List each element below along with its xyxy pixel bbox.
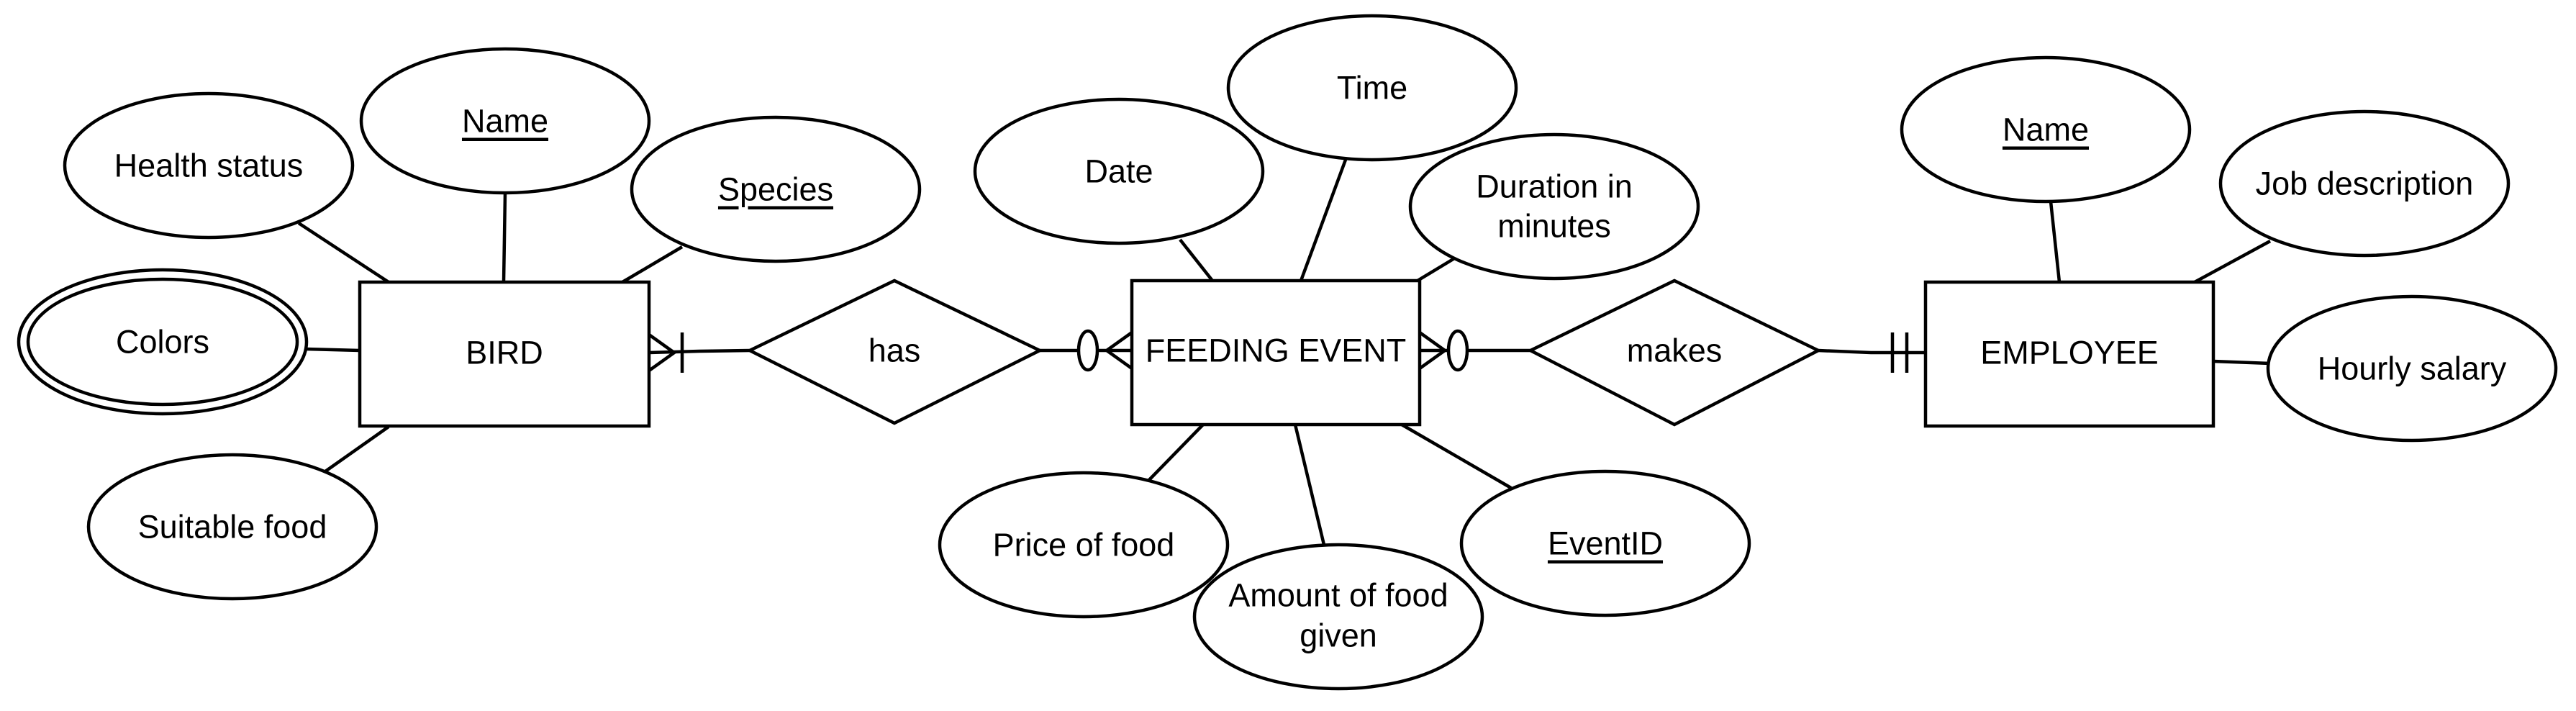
- notation-event-zero-or-many-left: [1076, 329, 1133, 372]
- connector-bird-health-status: [297, 222, 390, 284]
- attribute-duration: Duration in minutes: [1408, 132, 1700, 281]
- connector-bird-has: [648, 348, 750, 355]
- entity-label: FEEDING EVENT: [1146, 332, 1407, 369]
- connector-event-time: [1299, 159, 1348, 281]
- connector-employee-name: [2049, 201, 2062, 283]
- connector-bird-colors: [305, 347, 360, 353]
- attribute-time: Time: [1226, 14, 1518, 162]
- entity-bird: BIRD: [358, 280, 651, 428]
- attribute-employee-name-key: Name: [1900, 55, 2192, 204]
- entity-label: EMPLOYEE: [1980, 335, 2159, 371]
- attribute-label: Job description: [2256, 166, 2474, 202]
- attribute-label-line1: Amount of food: [1228, 577, 1448, 614]
- entity-feeding-event: FEEDING EVENT: [1130, 278, 1422, 427]
- attribute-label: Name: [462, 103, 548, 140]
- connector-employee-salary: [2213, 359, 2271, 366]
- connector-employee-job: [2193, 240, 2272, 284]
- attribute-eventid-key: EventID: [1459, 469, 1751, 617]
- connector-makes-employee: [1818, 348, 1926, 355]
- attribute-label-line1: Duration in: [1476, 168, 1633, 205]
- attribute-label: Colors: [116, 324, 209, 361]
- attribute-bird-name-key: Name: [359, 47, 651, 195]
- entity-label: BIRD: [466, 335, 543, 371]
- notation-employee-exactly-one: [1890, 332, 1909, 373]
- attribute-label-line2: given: [1300, 617, 1377, 654]
- attribute-label: Species: [718, 171, 833, 208]
- attribute-label: Price of food: [993, 527, 1175, 563]
- attribute-label-line2: minutes: [1497, 208, 1611, 245]
- connector-bird-name: [502, 192, 507, 283]
- attribute-label: Health status: [114, 148, 304, 184]
- relationship-makes: makes: [1526, 278, 1823, 427]
- connector-bird-species: [621, 245, 684, 284]
- connector-event-eventid: [1400, 423, 1513, 489]
- attribute-date: Date: [973, 97, 1265, 245]
- notation-event-zero-or-many-right: [1418, 329, 1469, 372]
- connector-event-price: [1144, 423, 1205, 485]
- attribute-label: Hourly salary: [2318, 350, 2507, 387]
- attribute-label: Date: [1084, 153, 1153, 190]
- connector-event-amount: [1293, 424, 1326, 545]
- attribute-label: Time: [1337, 70, 1407, 107]
- attribute-colors-multivalued: Colors: [17, 268, 309, 416]
- connector-bird-suitable-food: [319, 425, 390, 476]
- attribute-label: Name: [2003, 112, 2089, 148]
- attribute-job-description: Job description: [2218, 109, 2511, 258]
- attribute-species-key: Species: [630, 115, 922, 263]
- attribute-label: EventID: [1548, 525, 1663, 562]
- attribute-label: Suitable food: [138, 509, 327, 545]
- attribute-price-of-food: Price of food: [938, 471, 1230, 619]
- attribute-health-status: Health status: [63, 91, 355, 240]
- attribute-suitable-food: Suitable food: [86, 453, 378, 601]
- connector-event-date: [1179, 238, 1214, 282]
- attribute-amount-of-food: Amount of food given: [1192, 543, 1484, 691]
- relationship-label: has: [869, 332, 921, 369]
- relationship-has: has: [745, 278, 1044, 425]
- attribute-hourly-salary: Hourly salary: [2266, 294, 2558, 443]
- entity-employee: EMPLOYEE: [1923, 280, 2216, 428]
- connector-event-duration: [1416, 256, 1457, 282]
- notation-bird-one-or-many: [648, 332, 684, 373]
- relationship-label: makes: [1627, 332, 1723, 369]
